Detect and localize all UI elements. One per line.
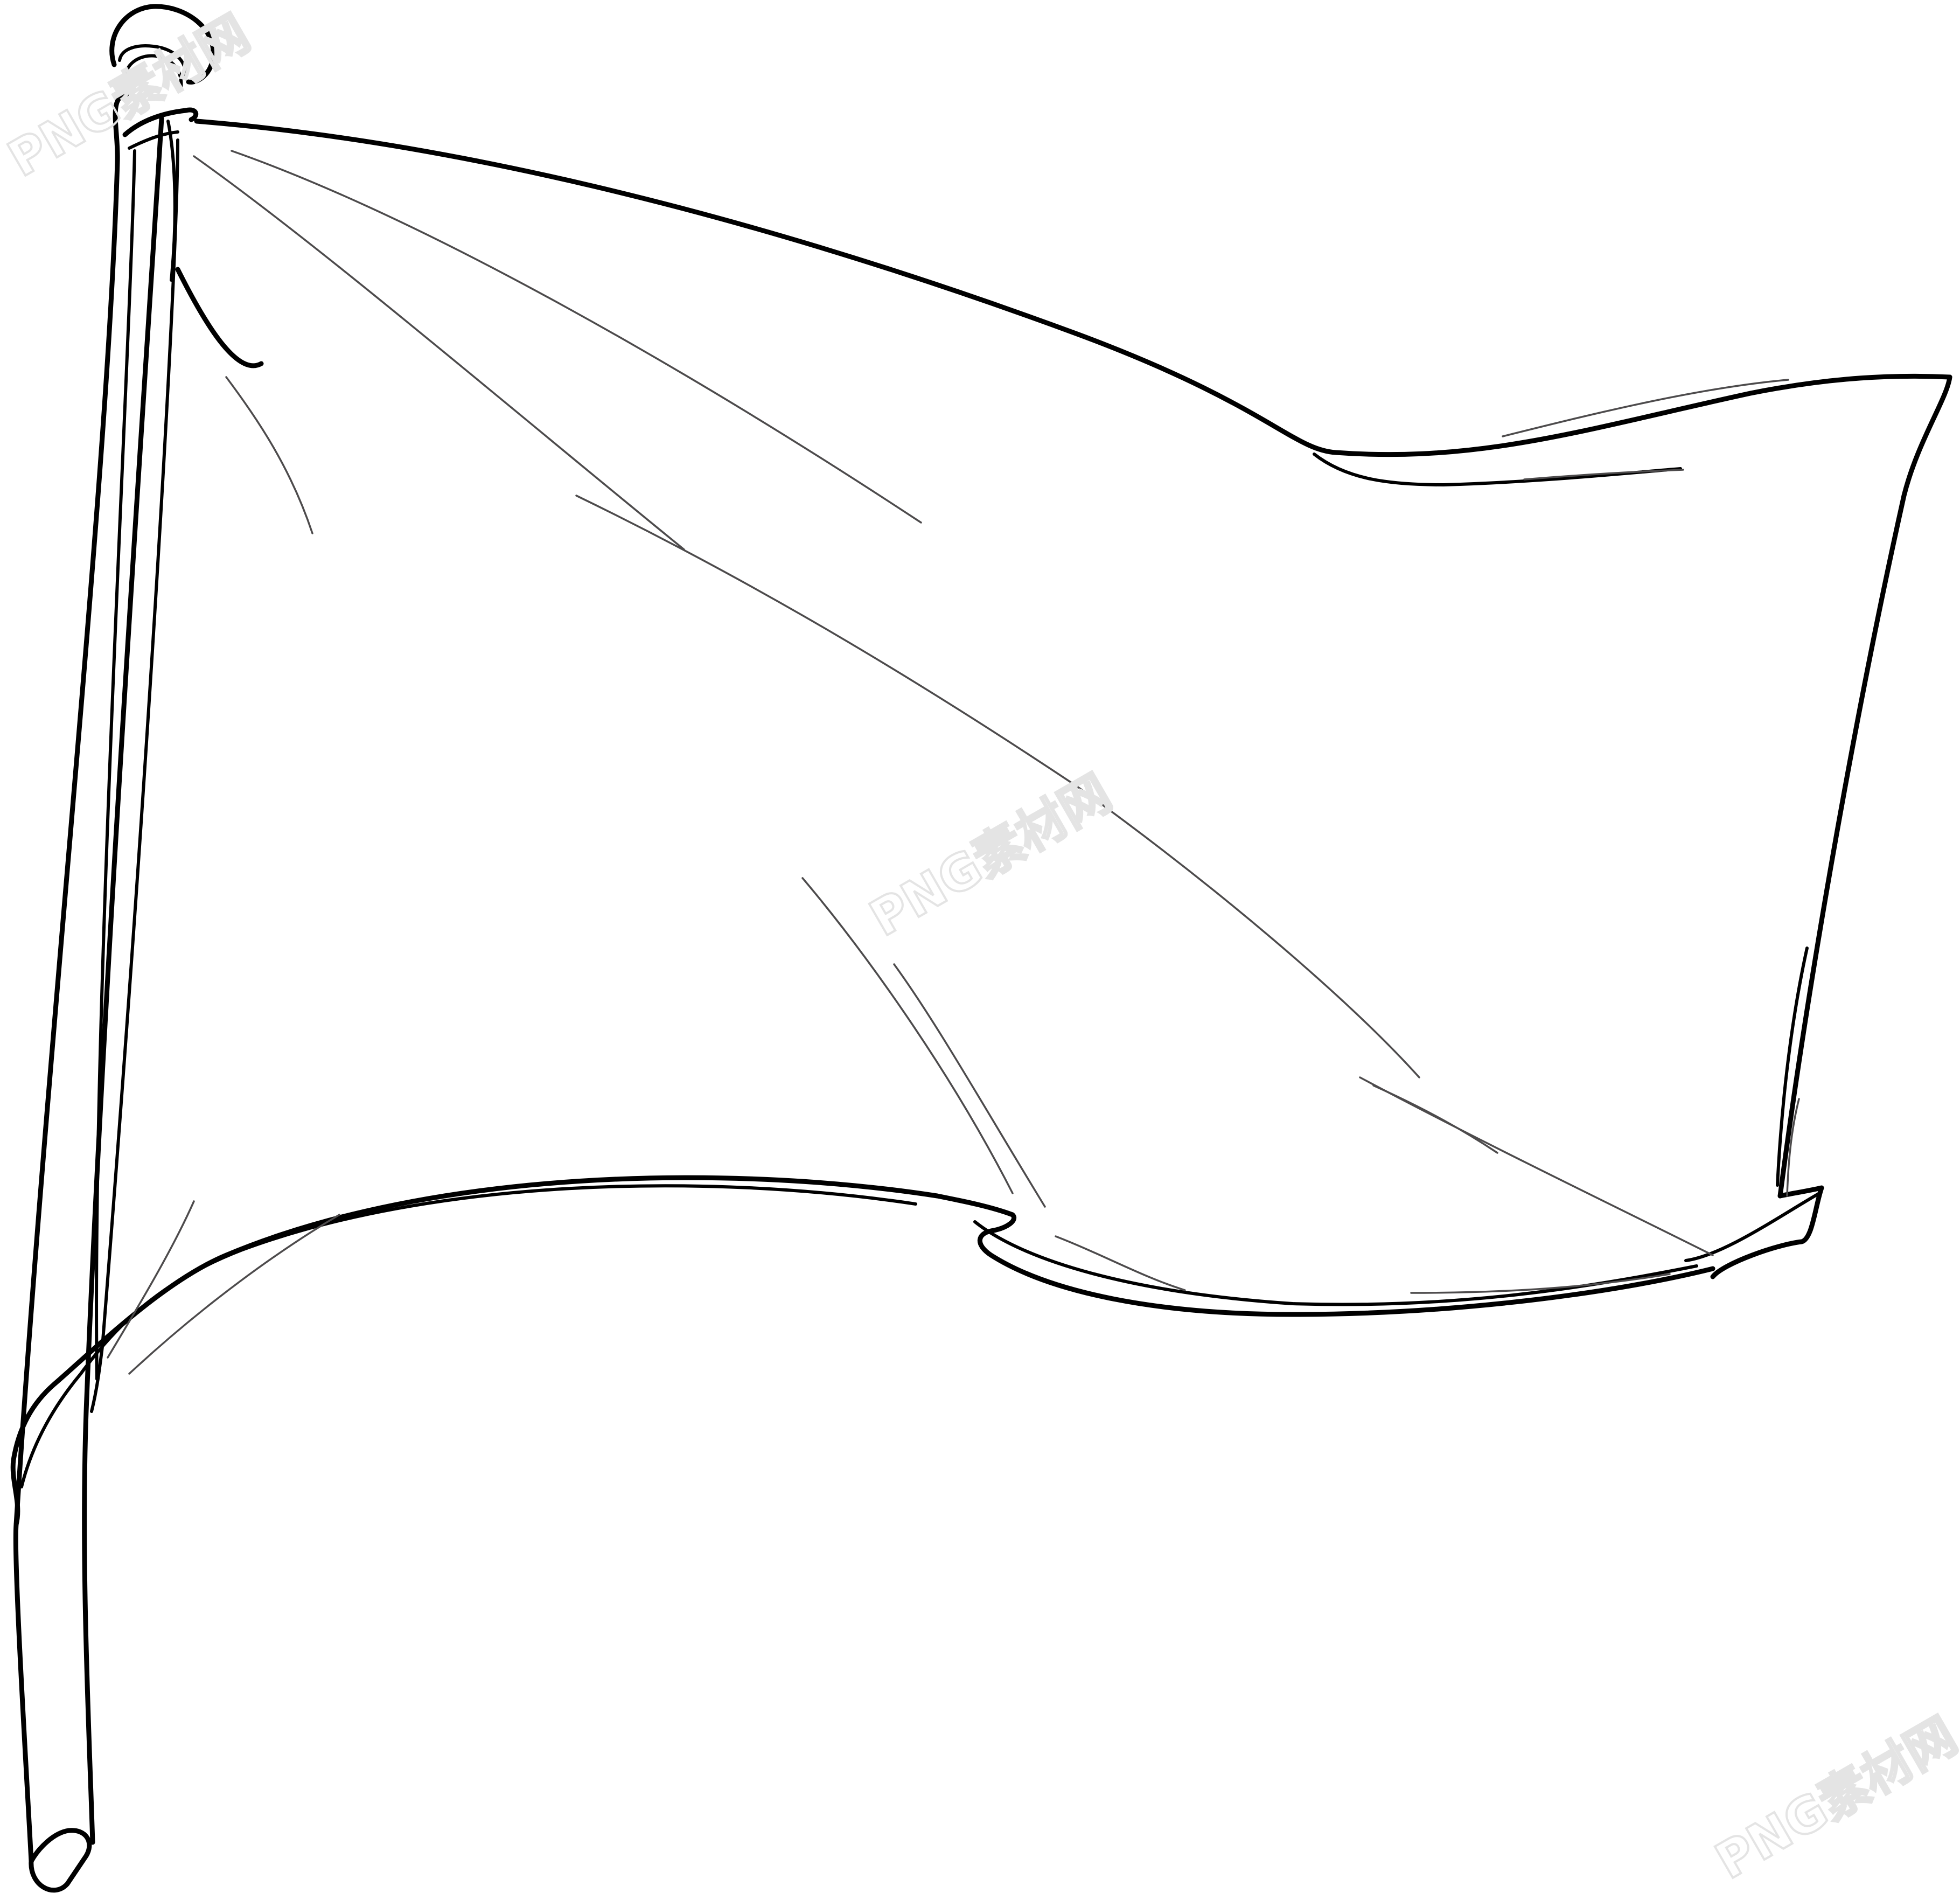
watermark-text: PNG素材网 bbox=[1706, 1707, 1960, 1890]
pole-bottom bbox=[29, 1828, 92, 1893]
flag-pole bbox=[13, 92, 177, 1864]
watermark-text: PNG素材网 bbox=[0, 4, 259, 188]
pole-finial bbox=[109, 4, 216, 91]
flag-body bbox=[10, 119, 1952, 1527]
watermark-top-left: PNG素材网 bbox=[0, 3, 260, 189]
watermark-center: PNG素材网 bbox=[860, 763, 1122, 949]
watermark-text: PNG素材网 bbox=[861, 764, 1121, 948]
flag-binding bbox=[122, 107, 199, 150]
fabric-folds bbox=[107, 150, 1800, 1375]
watermark-bottom-right: PNG素材网 bbox=[1705, 1706, 1960, 1891]
